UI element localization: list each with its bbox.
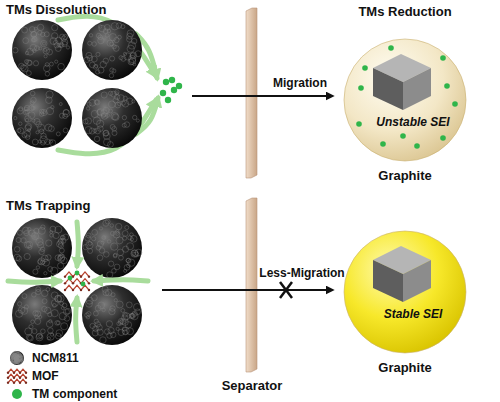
graphite-sphere: Unstable SEIGraphite xyxy=(343,38,467,162)
ncm811-particle xyxy=(10,351,24,365)
figure-label: Separator xyxy=(222,378,283,393)
tm-dot xyxy=(169,77,175,83)
figure-label: TMs Trapping xyxy=(6,198,91,213)
sphere-shape xyxy=(343,230,467,354)
tm-dot xyxy=(380,141,386,147)
ncm811-particle xyxy=(82,285,142,345)
dissolution-group xyxy=(12,16,182,153)
graphite-sphere: Stable SEIGraphite xyxy=(343,230,467,354)
tm-dot xyxy=(388,45,394,51)
flow-arrow xyxy=(94,280,148,281)
tm-dot xyxy=(356,121,362,127)
separator-sheet xyxy=(246,8,257,372)
sphere-shape xyxy=(343,38,467,162)
sei-label: Stable SEI xyxy=(384,307,443,321)
flow-arrow xyxy=(77,222,78,266)
legend-swatch xyxy=(12,389,22,399)
figure-label: TMs Dissolution xyxy=(6,2,106,17)
legend-text: MOF xyxy=(32,368,59,384)
ncm811-particle xyxy=(12,20,72,80)
block-cross xyxy=(280,282,292,298)
ncm811-particle xyxy=(82,88,142,148)
figure-label: Less-Migration xyxy=(259,266,344,280)
tm-dot xyxy=(440,55,446,61)
graphite-core xyxy=(373,54,431,110)
tm-dot xyxy=(171,87,177,93)
trapping-group xyxy=(8,218,148,345)
tm-dot xyxy=(440,135,446,141)
tm-dot xyxy=(75,271,80,276)
ncm811-particle xyxy=(12,285,72,345)
tm-dot xyxy=(444,83,450,89)
tm-dot xyxy=(68,276,73,281)
ncm811-particle xyxy=(12,218,72,278)
tm-dot xyxy=(176,83,182,89)
migration-arrow xyxy=(162,289,332,291)
ncm811-particle xyxy=(12,88,72,148)
tm-dot xyxy=(163,79,169,85)
sei-label: Unstable SEI xyxy=(376,115,449,129)
legend-swatch xyxy=(6,350,28,366)
tm-dot xyxy=(362,65,368,71)
tm-dot xyxy=(400,133,406,139)
mof-icon xyxy=(7,369,27,384)
migration-arrow xyxy=(192,95,332,97)
tm-dot xyxy=(452,101,458,107)
tm-dot xyxy=(81,282,86,287)
flow-arrow xyxy=(76,298,77,342)
ncm811-particle xyxy=(82,218,142,278)
figure-label: Migration xyxy=(273,76,327,90)
legend-swatch xyxy=(6,386,28,402)
flow-arrow xyxy=(8,281,60,282)
graphite-core xyxy=(373,246,431,302)
tm-dot xyxy=(160,90,166,96)
figure-label: TMs Reduction xyxy=(358,4,451,19)
tm-dot xyxy=(414,143,420,149)
tm-dot xyxy=(358,85,364,91)
tm-dot xyxy=(165,97,171,103)
particle-name: Graphite xyxy=(378,360,431,375)
legend-swatch xyxy=(6,368,28,384)
ncm811-particle xyxy=(82,20,142,80)
legend-text: TM component xyxy=(32,386,117,402)
particle-name: Graphite xyxy=(378,168,431,183)
legend-text: NCM811 xyxy=(32,350,79,366)
